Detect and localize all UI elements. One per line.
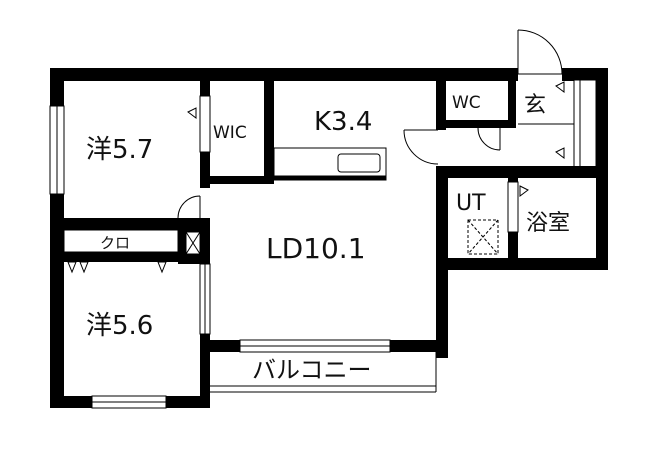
- label-walk-in-closet: WIC: [213, 123, 247, 143]
- room1-door: [177, 190, 201, 219]
- entrance-cabinet: [518, 81, 574, 159]
- windows: [49, 79, 597, 409]
- entrance-door: [517, 29, 563, 75]
- label-bathroom: 浴室: [526, 211, 570, 236]
- label-entrance: 玄: [524, 93, 546, 118]
- label-western-room-2: 洋5.6: [86, 311, 153, 341]
- label-toilet: WC: [452, 93, 481, 113]
- label-closet: クロ: [100, 234, 130, 252]
- label-western-room-1: 洋5.7: [86, 135, 153, 165]
- closet-details: [63, 229, 201, 274]
- hall-door: [403, 129, 448, 166]
- label-utility: UT: [456, 191, 486, 216]
- ut-fixtures: [467, 181, 529, 255]
- balcony-rail: [210, 352, 437, 393]
- wc-door: [477, 127, 501, 151]
- kitchen-counter: [273, 147, 387, 181]
- label-kitchen: K3.4: [314, 107, 372, 137]
- wic-door: [187, 95, 211, 153]
- label-balcony: バルコニー: [252, 356, 372, 384]
- room2-door: [199, 263, 211, 335]
- label-living-dining: LD10.1: [266, 232, 366, 265]
